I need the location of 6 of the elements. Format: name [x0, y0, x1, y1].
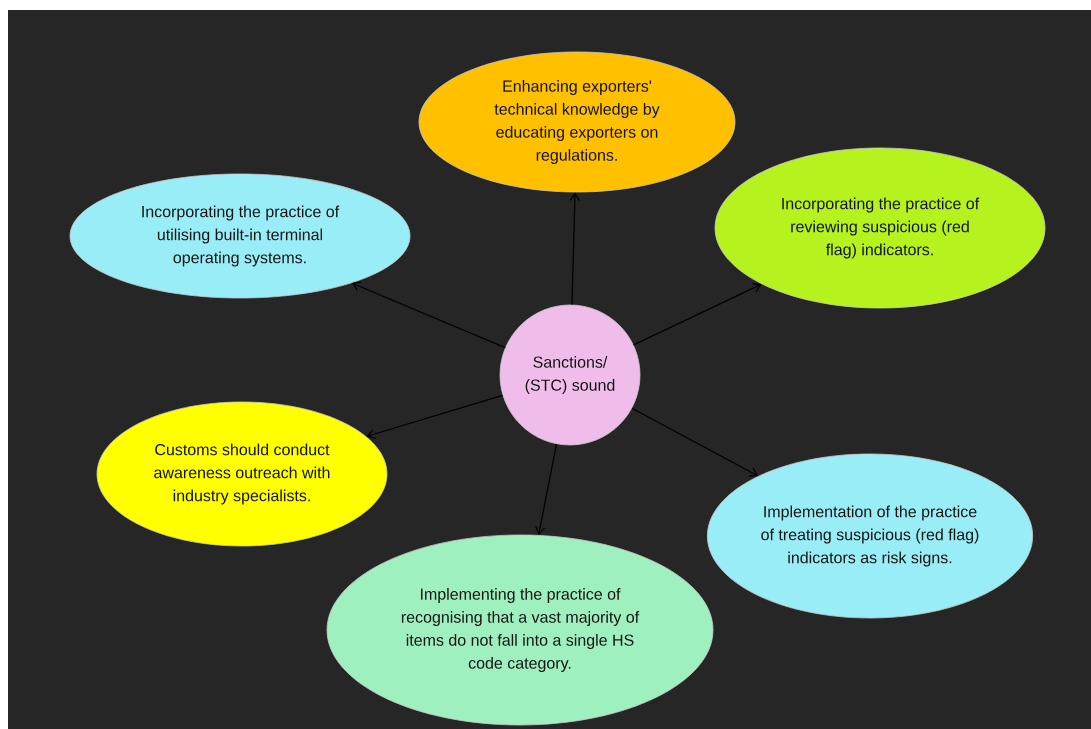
- arrow: [351, 281, 506, 349]
- arrow: [631, 407, 759, 477]
- arrow: [535, 443, 558, 536]
- arrow: [633, 282, 762, 346]
- arrow: [366, 394, 504, 440]
- arrow: [569, 192, 580, 306]
